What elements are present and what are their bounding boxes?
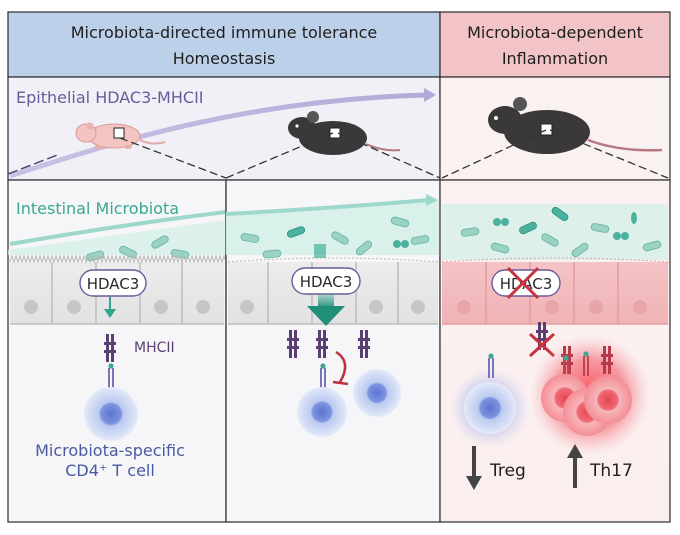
treg-label: Treg	[489, 461, 526, 481]
inhibition-icon	[335, 350, 347, 383]
down-arrow-icon	[466, 446, 482, 490]
big-down-arrow	[307, 306, 345, 326]
tcell-label-line2: CD4⁺ T cell	[65, 461, 155, 480]
tcell-blue-side	[353, 369, 401, 417]
mouse-adult-icon	[288, 111, 401, 155]
mouse-inflamed-icon	[488, 97, 663, 154]
hdac3-pill-1	[79, 269, 147, 297]
th17-label: Th17	[589, 461, 633, 481]
hdac3-label-2: HDAC3	[300, 273, 353, 291]
timeline-row: Epithelial HDAC3-MHCII	[7, 76, 671, 181]
tcell-blue-middle	[297, 387, 347, 437]
timeline-arrow	[9, 92, 426, 179]
th17-cell-3	[584, 376, 632, 424]
cross-icon	[506, 266, 540, 300]
up-arrow-icon	[567, 444, 583, 488]
header-left-line1: Microbiota-directed immune tolerance	[71, 23, 377, 42]
bacteria-icon	[262, 249, 282, 259]
mouse-pup-icon	[75, 122, 166, 149]
timeline-arrowhead	[424, 88, 436, 102]
header-right-line1: Microbiota-dependent	[467, 23, 643, 42]
microbiota-label: Intestinal Microbiota	[16, 199, 179, 218]
header-left: Microbiota-directed immune tolerance Hom…	[7, 11, 441, 78]
header-left-line2: Homeostasis	[173, 49, 276, 68]
tcell-blue	[84, 387, 138, 441]
panel-1: Intestinal Microbiota HDAC3 MHCII Microb…	[7, 179, 247, 523]
header-right-line2: Inflammation	[502, 49, 608, 68]
hdac3-label-1: HDAC3	[87, 275, 140, 293]
panel-3: HDAC3 Treg Th17	[439, 179, 671, 523]
mhc-label: MHCII	[134, 340, 175, 356]
timeline-label: Epithelial HDAC3-MHCII	[16, 88, 204, 107]
treg-cell	[464, 382, 516, 434]
hdac3-pill-3	[491, 269, 561, 297]
header-right: Microbiota-dependent Inflammation	[439, 11, 671, 78]
panel-2: HDAC3	[225, 179, 441, 523]
tcell-label-line1: Microbiota-specific	[35, 441, 185, 460]
